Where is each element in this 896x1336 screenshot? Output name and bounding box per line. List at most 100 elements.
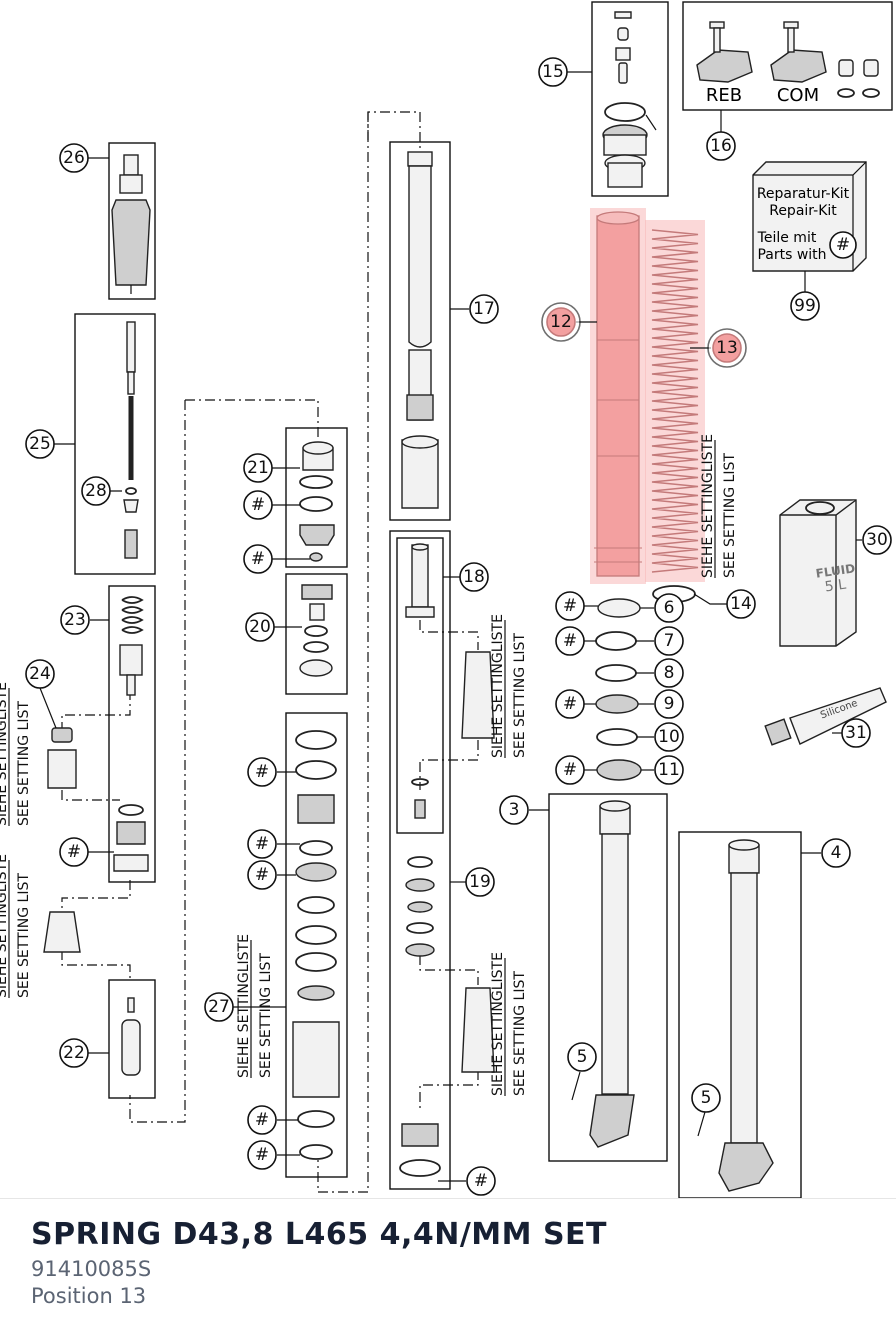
svg-text:#: # xyxy=(255,865,269,885)
highlighted-spring-13 xyxy=(645,220,705,582)
svg-text:9: 9 xyxy=(664,694,675,714)
callout-28: 28 xyxy=(81,476,111,506)
callout-hash: # xyxy=(247,1140,277,1170)
callout-hash: # xyxy=(555,626,585,656)
part-number: 91410085S xyxy=(31,1257,152,1281)
setting-label-de: SIEHE SETTINGLISTE xyxy=(490,952,506,1096)
part-info-footer: SPRING D43,8 L465 4,4N/MM SET 91410085S … xyxy=(0,1198,896,1336)
callout-21: 21 xyxy=(243,453,273,483)
svg-text:26: 26 xyxy=(63,148,85,168)
highlighted-tube-12 xyxy=(590,208,646,584)
fork-leg-3 xyxy=(589,800,635,1148)
callout-hash: # xyxy=(555,689,585,719)
callout-20: 20 xyxy=(245,612,275,642)
svg-text:3: 3 xyxy=(509,800,520,820)
valve-assembly-20 xyxy=(299,584,333,677)
callout-5: 5 xyxy=(567,1042,597,1072)
callout-bubbles: 15 16 99 26 25 28 17 21 # # 20 23 24 # 2… xyxy=(25,57,892,1196)
svg-text:#: # xyxy=(255,834,269,854)
parts-with-en: Parts with xyxy=(757,247,826,263)
svg-text:4: 4 xyxy=(831,843,842,863)
svg-text:13: 13 xyxy=(716,338,738,358)
callout-hash-repair-kit: # xyxy=(829,231,857,259)
svg-text:27: 27 xyxy=(208,997,230,1017)
setting-label-en: SEE SETTING LIST xyxy=(512,971,528,1096)
svg-text:23: 23 xyxy=(64,610,86,630)
callout-14: 14 xyxy=(726,589,756,619)
exploded-parts-diagram: REB COM xyxy=(0,1,893,1198)
svg-text:#: # xyxy=(563,694,577,714)
fluid-label: FLUID xyxy=(815,561,856,580)
callout-5: 5 xyxy=(691,1083,721,1113)
svg-text:8: 8 xyxy=(664,663,675,683)
piston-rod-18 xyxy=(405,543,495,819)
callout-16: 16 xyxy=(706,131,736,161)
svg-text:#: # xyxy=(563,631,577,651)
setting-label-en: SEE SETTING LIST xyxy=(16,873,32,998)
callout-hash: # xyxy=(247,1105,277,1135)
setting-label-de: SIEHE SETTINGLISTE xyxy=(0,854,10,998)
adjuster-rod-22 xyxy=(121,997,141,1076)
fluid-volume: 5 L xyxy=(824,577,847,596)
callout-26: 26 xyxy=(59,143,89,173)
callout-30: 30 xyxy=(862,525,892,555)
svg-text:30: 30 xyxy=(866,530,888,550)
fluid-can-30: FLUID 5 L xyxy=(779,499,857,647)
svg-text:15: 15 xyxy=(542,62,564,82)
callout-23: 23 xyxy=(60,605,90,635)
svg-text:#: # xyxy=(255,1145,269,1165)
callout-9: 9 xyxy=(654,689,684,719)
callout-8: 8 xyxy=(654,658,684,688)
setting-label-en: SEE SETTING LIST xyxy=(722,453,738,578)
svg-text:18: 18 xyxy=(463,567,485,587)
callout-17: 17 xyxy=(469,294,499,324)
setting-label-de: SIEHE SETTINGLISTE xyxy=(700,434,716,578)
valve-assembly-23 xyxy=(113,596,149,872)
seal-rings-6-11 xyxy=(595,598,642,781)
svg-text:#: # xyxy=(474,1171,488,1191)
svg-text:31: 31 xyxy=(845,723,867,743)
bump-stop xyxy=(43,911,81,953)
repair-kit-en: Repair-Kit xyxy=(769,203,837,219)
callout-15: 15 xyxy=(538,57,568,87)
svg-text:#: # xyxy=(251,549,265,569)
callout-hash: # xyxy=(59,837,89,867)
part-title: SPRING D43,8 L465 4,4N/MM SET xyxy=(31,1217,608,1252)
svg-text:#: # xyxy=(563,596,577,616)
repair-kit-de: Reparatur-Kit xyxy=(757,186,850,202)
callout-hash: # xyxy=(243,544,273,574)
callout-12-highlighted: 12 xyxy=(541,302,581,342)
callout-11: 11 xyxy=(654,755,684,785)
svg-text:5: 5 xyxy=(577,1047,588,1067)
setting-label-de: SIEHE SETTINGLISTE xyxy=(0,682,10,826)
callout-13-highlighted: 13 xyxy=(707,328,747,368)
damper-stack-27 xyxy=(292,730,340,1160)
callout-hash: # xyxy=(555,755,585,785)
setting-label-en: SEE SETTING LIST xyxy=(16,701,32,826)
callout-22: 22 xyxy=(59,1038,89,1068)
callout-25: 25 xyxy=(25,429,55,459)
svg-text:22: 22 xyxy=(63,1043,85,1063)
svg-text:#: # xyxy=(255,1110,269,1130)
svg-text:12: 12 xyxy=(550,312,572,332)
svg-text:28: 28 xyxy=(85,481,107,501)
svg-text:10: 10 xyxy=(658,727,680,747)
valve-assembly-21 xyxy=(299,441,335,562)
svg-text:#: # xyxy=(67,842,81,862)
callout-6: 6 xyxy=(654,593,684,623)
callout-7: 7 xyxy=(654,626,684,656)
svg-text:11: 11 xyxy=(658,760,680,780)
callout-24: 24 xyxy=(25,659,55,689)
setting-label-en: SEE SETTING LIST xyxy=(512,633,528,758)
callout-99: 99 xyxy=(790,291,820,321)
callout-hash: # xyxy=(247,757,277,787)
callout-19: 19 xyxy=(465,867,495,897)
inner-cartridge-17 xyxy=(401,151,439,509)
callout-3: 3 xyxy=(499,795,529,825)
svg-text:#: # xyxy=(563,760,577,780)
parts-with-de: Teile mit xyxy=(757,230,817,246)
svg-text:24: 24 xyxy=(29,664,51,684)
cap-assembly-15 xyxy=(602,11,657,188)
setting-label-de: SIEHE SETTINGLISTE xyxy=(236,934,252,1078)
svg-text:5: 5 xyxy=(701,1088,712,1108)
